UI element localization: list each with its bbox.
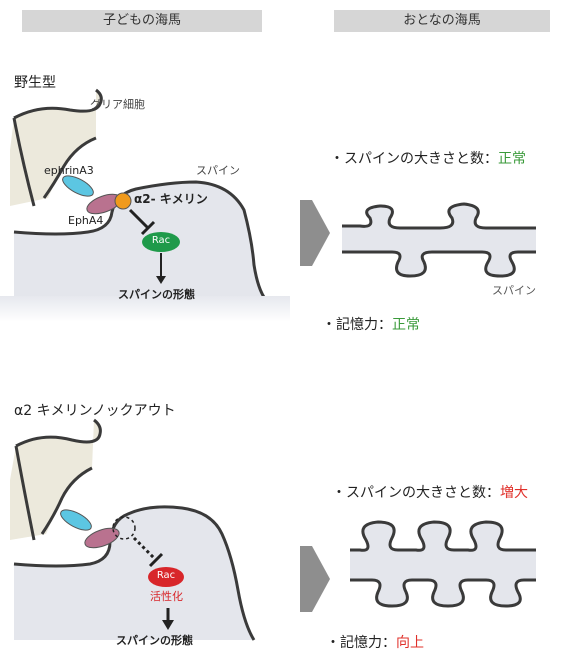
ko-size-row: ・スパインの大きさと数：増大 xyxy=(332,482,528,502)
ko-activation-label: 活性化 xyxy=(150,590,183,603)
wt-transition-arrow xyxy=(300,200,330,266)
ko-glia-cell xyxy=(10,420,101,540)
ko-adult-spine-strip xyxy=(350,522,536,606)
ko-memory-value: 向上 xyxy=(396,635,424,651)
header-child-hippocampus: 子どもの海馬 xyxy=(22,10,262,32)
ko-rac-node xyxy=(148,567,184,587)
wt-size-value: 正常 xyxy=(498,151,526,167)
wt-glia-label: グリア細胞 xyxy=(90,98,145,111)
ko-size-label: ・スパインの大きさと数： xyxy=(332,485,500,501)
wt-ephrina3-label: ephrinA3 xyxy=(44,164,94,177)
ko-memory-row: ・記憶力：向上 xyxy=(326,632,424,652)
wt-memory-value: 正常 xyxy=(392,317,420,333)
header-adult-hippocampus: おとなの海馬 xyxy=(334,10,550,32)
wt-chimaerin-label: α2- キメリン xyxy=(134,192,208,206)
ko-transition-arrow xyxy=(300,546,330,612)
wt-ephrina3 xyxy=(62,175,94,197)
wt-rac-node xyxy=(142,232,180,252)
ko-membrane xyxy=(13,505,256,641)
wt-glia-outline xyxy=(13,88,103,120)
ko-spine-body xyxy=(14,506,254,640)
wt-size-row: ・スパインの大きさと数：正常 xyxy=(330,148,526,168)
wt-epha4-label: EphA4 xyxy=(68,214,104,227)
wt-spine-body xyxy=(14,182,266,300)
wt-glia-cell xyxy=(10,90,102,206)
ko-ephrina3 xyxy=(60,509,92,531)
wt-memory-label: ・記憶力： xyxy=(322,317,392,333)
wt-memory-row: ・記憶力：正常 xyxy=(322,314,420,334)
wt-formation-label: スパインの形態 xyxy=(118,288,195,301)
wt-adult-spine-label: スパイン xyxy=(492,284,536,297)
ko-rac-label: Rac xyxy=(156,570,176,581)
ko-memory-label: ・記憶力： xyxy=(326,635,396,651)
ko-epha4 xyxy=(84,527,120,549)
ko-formation-label: スパインの形態 xyxy=(116,634,193,647)
wt-spine-label: スパイン xyxy=(196,164,240,177)
wild-type-title: 野生型 xyxy=(14,75,56,91)
ko-missing-chimaerin xyxy=(112,516,136,540)
ko-size-value: 増大 xyxy=(500,485,528,501)
wt-membrane xyxy=(13,180,268,301)
knockout-title: α2 キメリンノックアウト xyxy=(14,403,176,419)
wt-chimaerin-dot xyxy=(114,192,132,210)
wt-rac-label: Rac xyxy=(151,235,171,246)
wt-adult-spine-strip xyxy=(342,204,536,276)
wt-size-label: ・スパインの大きさと数： xyxy=(330,151,498,167)
